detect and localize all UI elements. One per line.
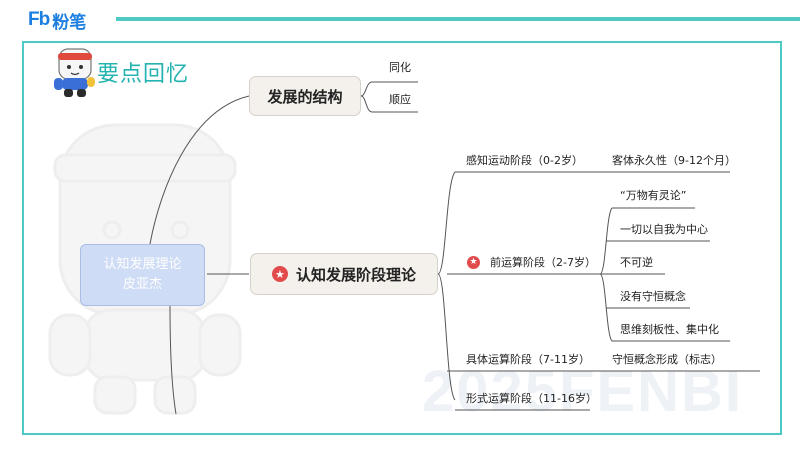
star-icon: ★	[271, 266, 288, 282]
watermark-text: 2025FENBI	[422, 359, 744, 424]
root-node: 认知发展理论 皮亚杰	[80, 244, 205, 306]
logo-mark: Fb	[28, 9, 50, 30]
root-subtitle: 皮亚杰	[122, 277, 162, 292]
stages-node: ★ 认知发展阶段理论	[250, 253, 438, 295]
feature-centration: 思维刻板性、集中化	[620, 323, 719, 336]
stages-label: 认知发展阶段理论	[295, 265, 416, 284]
slide-frame	[22, 41, 782, 435]
stage-preoperational: ★ 前运算阶段（2-7岁）	[467, 254, 596, 270]
star-icon: ★	[467, 255, 480, 269]
root-title: 认知发展理论	[103, 257, 182, 272]
structure-node: 发展的结构	[249, 76, 361, 116]
header-accent-bar	[116, 17, 800, 21]
section-title: 要点回忆	[97, 62, 190, 87]
leaf-assimilation: 同化	[389, 61, 411, 74]
feature-egocentrism: 一切以自我为中心	[620, 223, 708, 236]
leaf-accommodation: 顺应	[389, 93, 411, 106]
feature-conservation: 守恒概念形成（标志）	[612, 353, 722, 366]
feature-no-conservation: 没有守恒概念	[620, 290, 686, 303]
stage-sensorimotor: 感知运动阶段（0-2岁）	[466, 154, 583, 167]
logo-text: 粉笔	[52, 12, 87, 33]
fenbi-logo: Fb 粉笔	[28, 9, 87, 33]
feature-object-permanence: 客体永久性（9-12个月）	[612, 154, 736, 167]
feature-irreversibility: 不可逆	[620, 256, 653, 269]
mascot-icon	[54, 48, 95, 97]
structure-label: 发展的结构	[267, 87, 343, 106]
stage-preoperational-label: 前运算阶段（2-7岁）	[490, 256, 596, 269]
stage-concrete-operational: 具体运算阶段（7-11岁）	[466, 353, 590, 366]
feature-animism: “万物有灵论”	[620, 189, 687, 202]
stage-formal-operational: 形式运算阶段（11-16岁）	[466, 392, 597, 405]
